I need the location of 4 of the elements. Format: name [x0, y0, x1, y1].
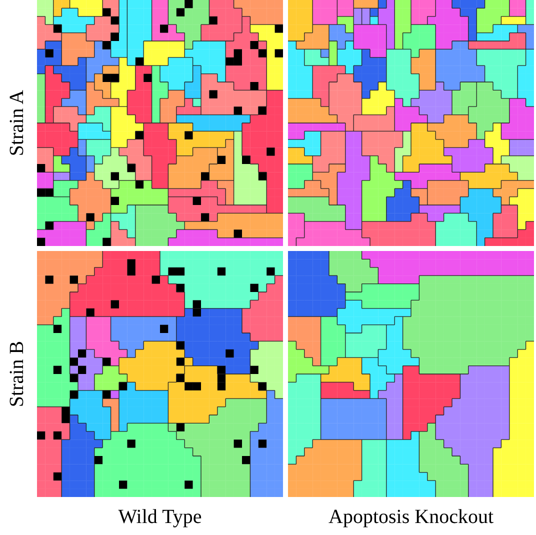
row-label: Strain A — [5, 90, 29, 156]
row-label: Strain B — [5, 340, 29, 408]
column-label: Wild Type — [118, 505, 202, 530]
column-label: Apoptosis Knockout — [328, 505, 494, 530]
